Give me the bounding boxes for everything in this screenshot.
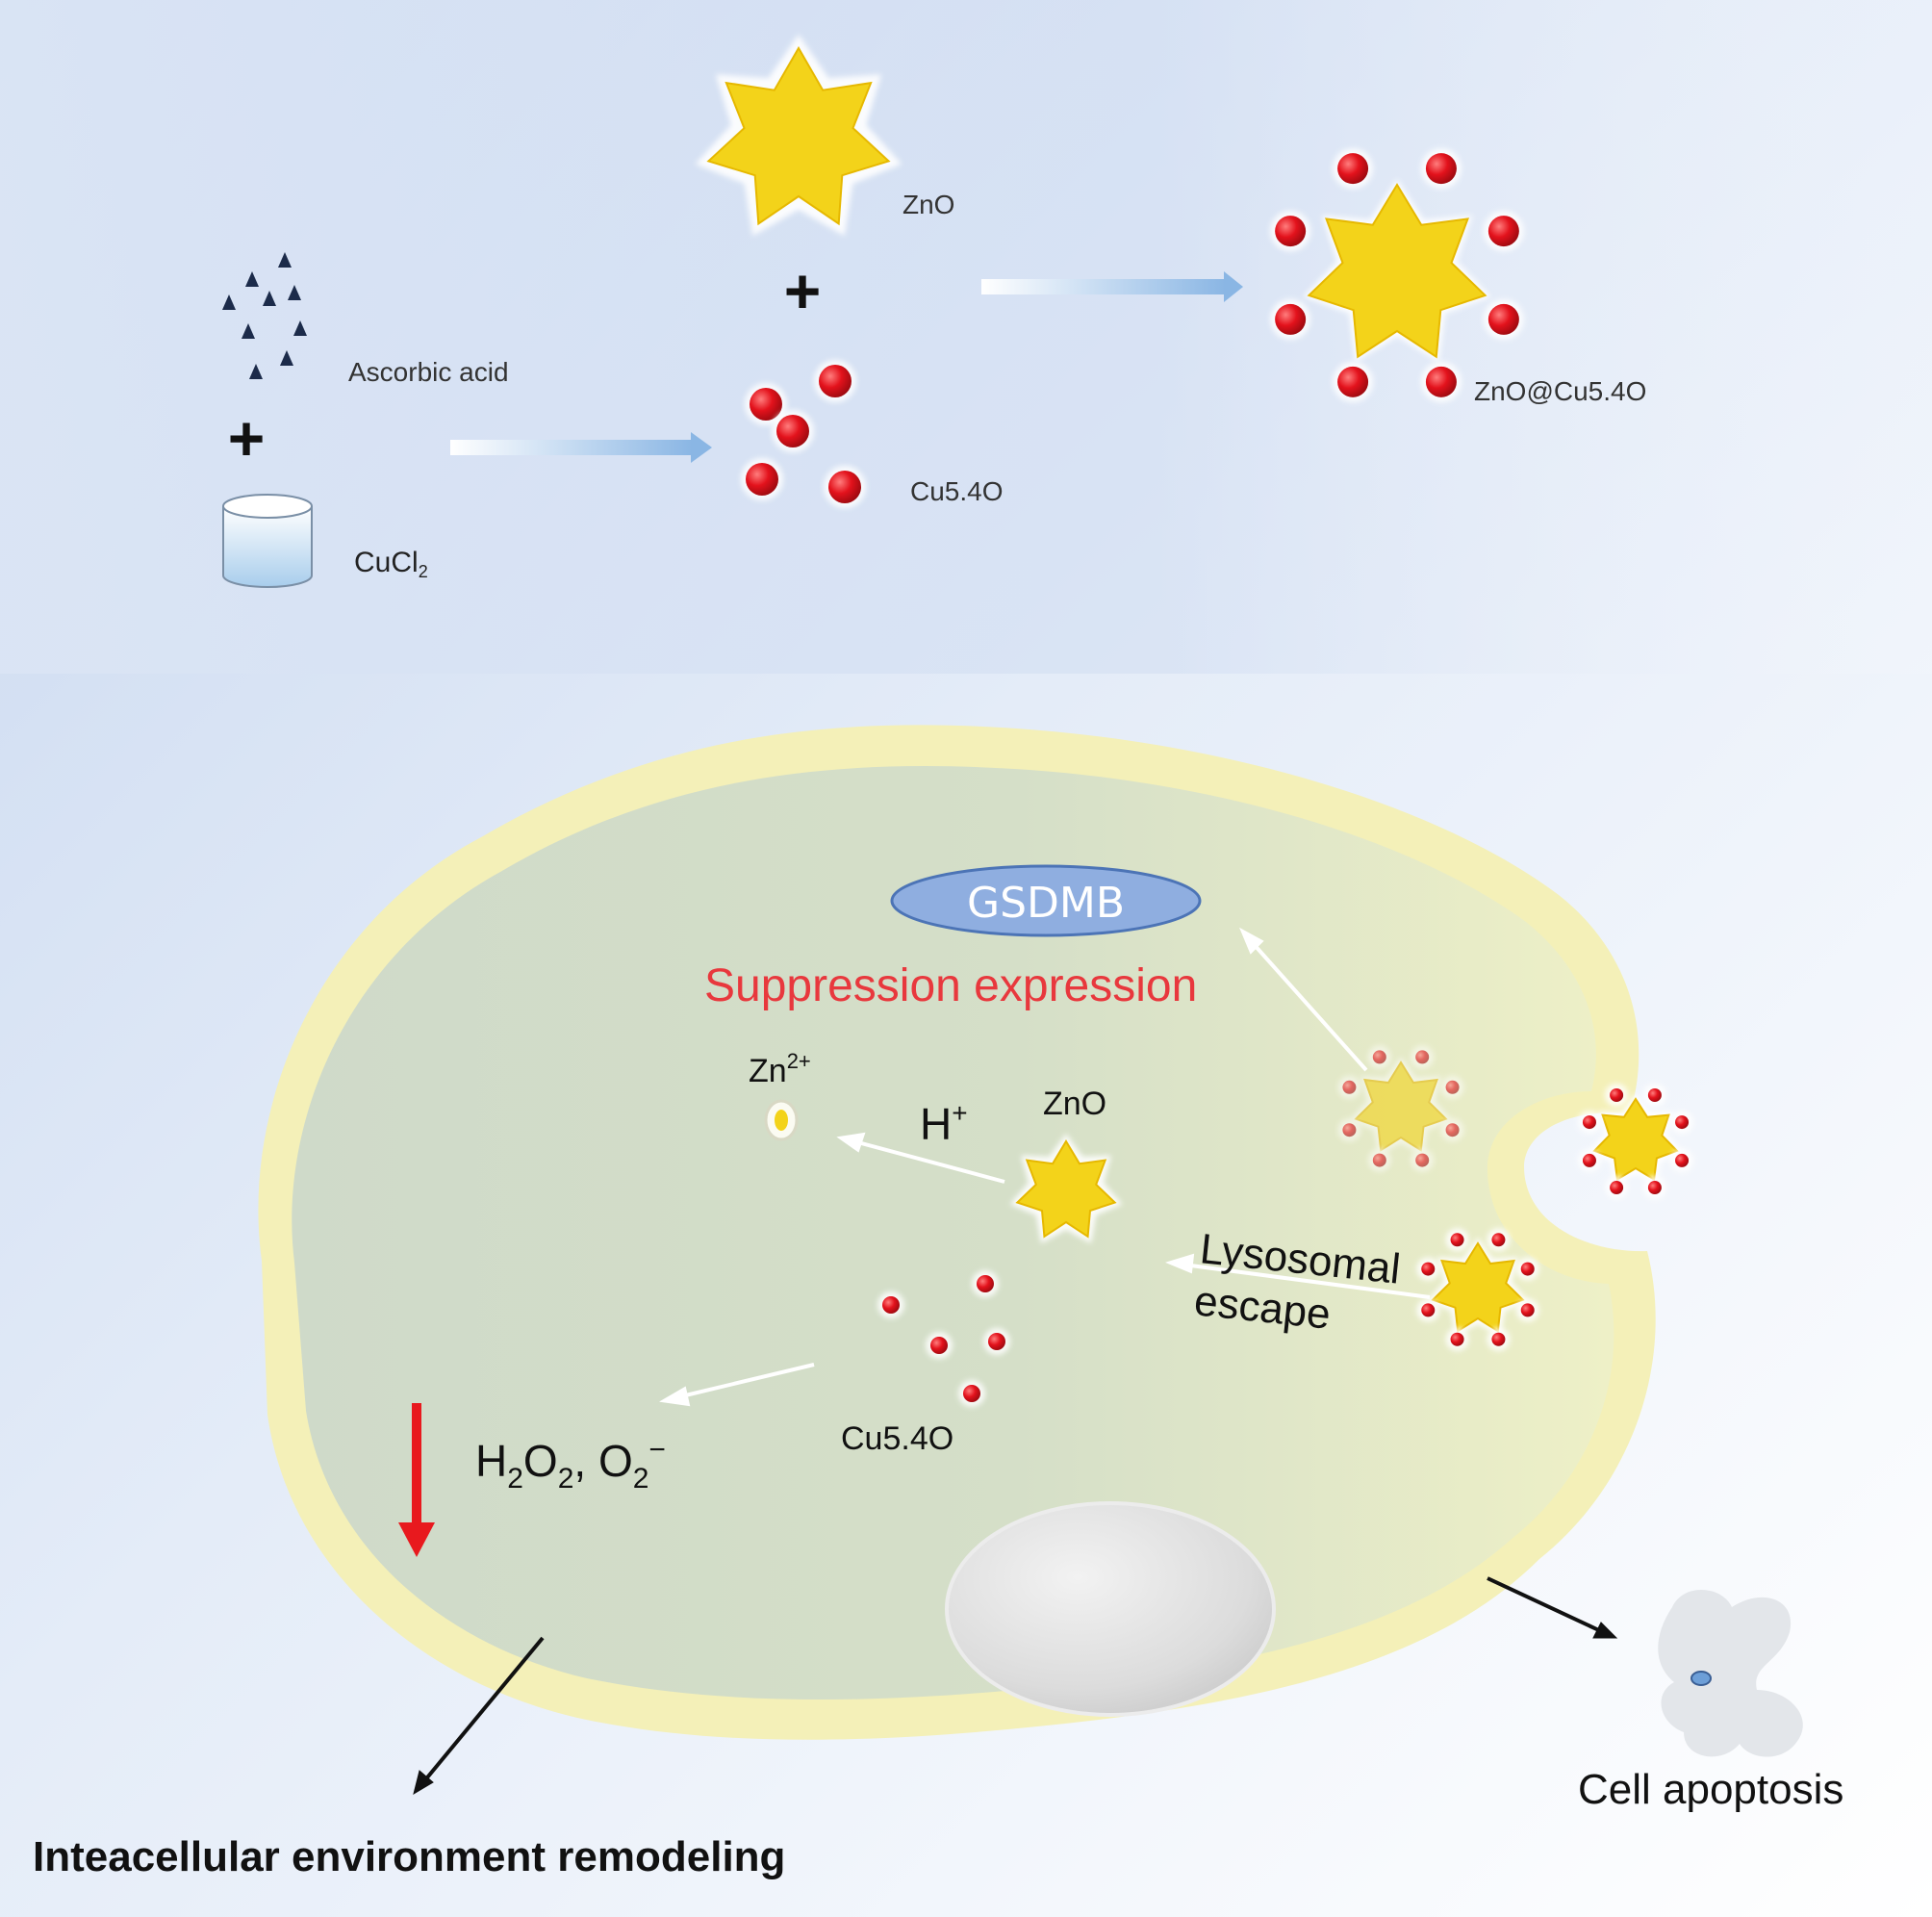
- cucl2-label: CuCl2: [354, 547, 428, 581]
- suppression-expression-label: Suppression expression: [704, 960, 1197, 1011]
- plus-sign-middle: +: [784, 255, 822, 326]
- gsdmb-badge: [890, 864, 1202, 937]
- apoptotic-cell-icon: [1658, 1589, 1803, 1757]
- black-arrows: [413, 1576, 1618, 1796]
- composite-inside-faded: [1337, 1045, 1464, 1172]
- ros-label: H2O2, O2−: [475, 1434, 666, 1495]
- zn-ion-icon: [764, 1099, 799, 1141]
- ascorbic-acid-icon: [222, 252, 307, 379]
- zno-star-icon: [695, 35, 902, 237]
- beaker-icon: [222, 494, 313, 588]
- cu54o-label-top: Cu5.4O: [910, 476, 1004, 506]
- cu54o-label-cell: Cu5.4O: [841, 1420, 953, 1457]
- cell-apoptosis-label: Cell apoptosis: [1578, 1766, 1843, 1813]
- product-label: ZnO@Cu5.4O: [1474, 376, 1646, 406]
- plus-sign-left: +: [228, 402, 266, 473]
- gsdmb-label: GSDMB: [967, 879, 1125, 928]
- cu54o-particles-cell: [877, 1270, 1010, 1407]
- white-arrows: [659, 927, 1431, 1407]
- decrease-arrow: [398, 1403, 435, 1557]
- zno-label-cell: ZnO: [1043, 1086, 1106, 1122]
- composite-lysosome: [1416, 1228, 1539, 1351]
- h-plus-label: H+: [920, 1098, 968, 1149]
- cell: [258, 725, 1656, 1740]
- zn-ion-label: Zn2+: [749, 1049, 811, 1089]
- composite-outside: [1577, 1083, 1694, 1200]
- cu54o-particles: [741, 360, 866, 508]
- synthesis-arrow-1: [450, 432, 712, 463]
- ascorbic-acid-label: Ascorbic acid: [348, 357, 509, 387]
- synthesis-arrow-2: [981, 271, 1243, 302]
- background-top-band: [0, 0, 1932, 674]
- cell-cytoplasm: [292, 766, 1614, 1700]
- nucleus: [945, 1501, 1276, 1717]
- zno-label-top: ZnO: [902, 190, 954, 219]
- remodeling-label: Inteacellular environment remodeling: [33, 1833, 785, 1880]
- zno-cu54o-product-icon: [1270, 148, 1524, 402]
- zno-star-cell-icon: [1009, 1134, 1123, 1244]
